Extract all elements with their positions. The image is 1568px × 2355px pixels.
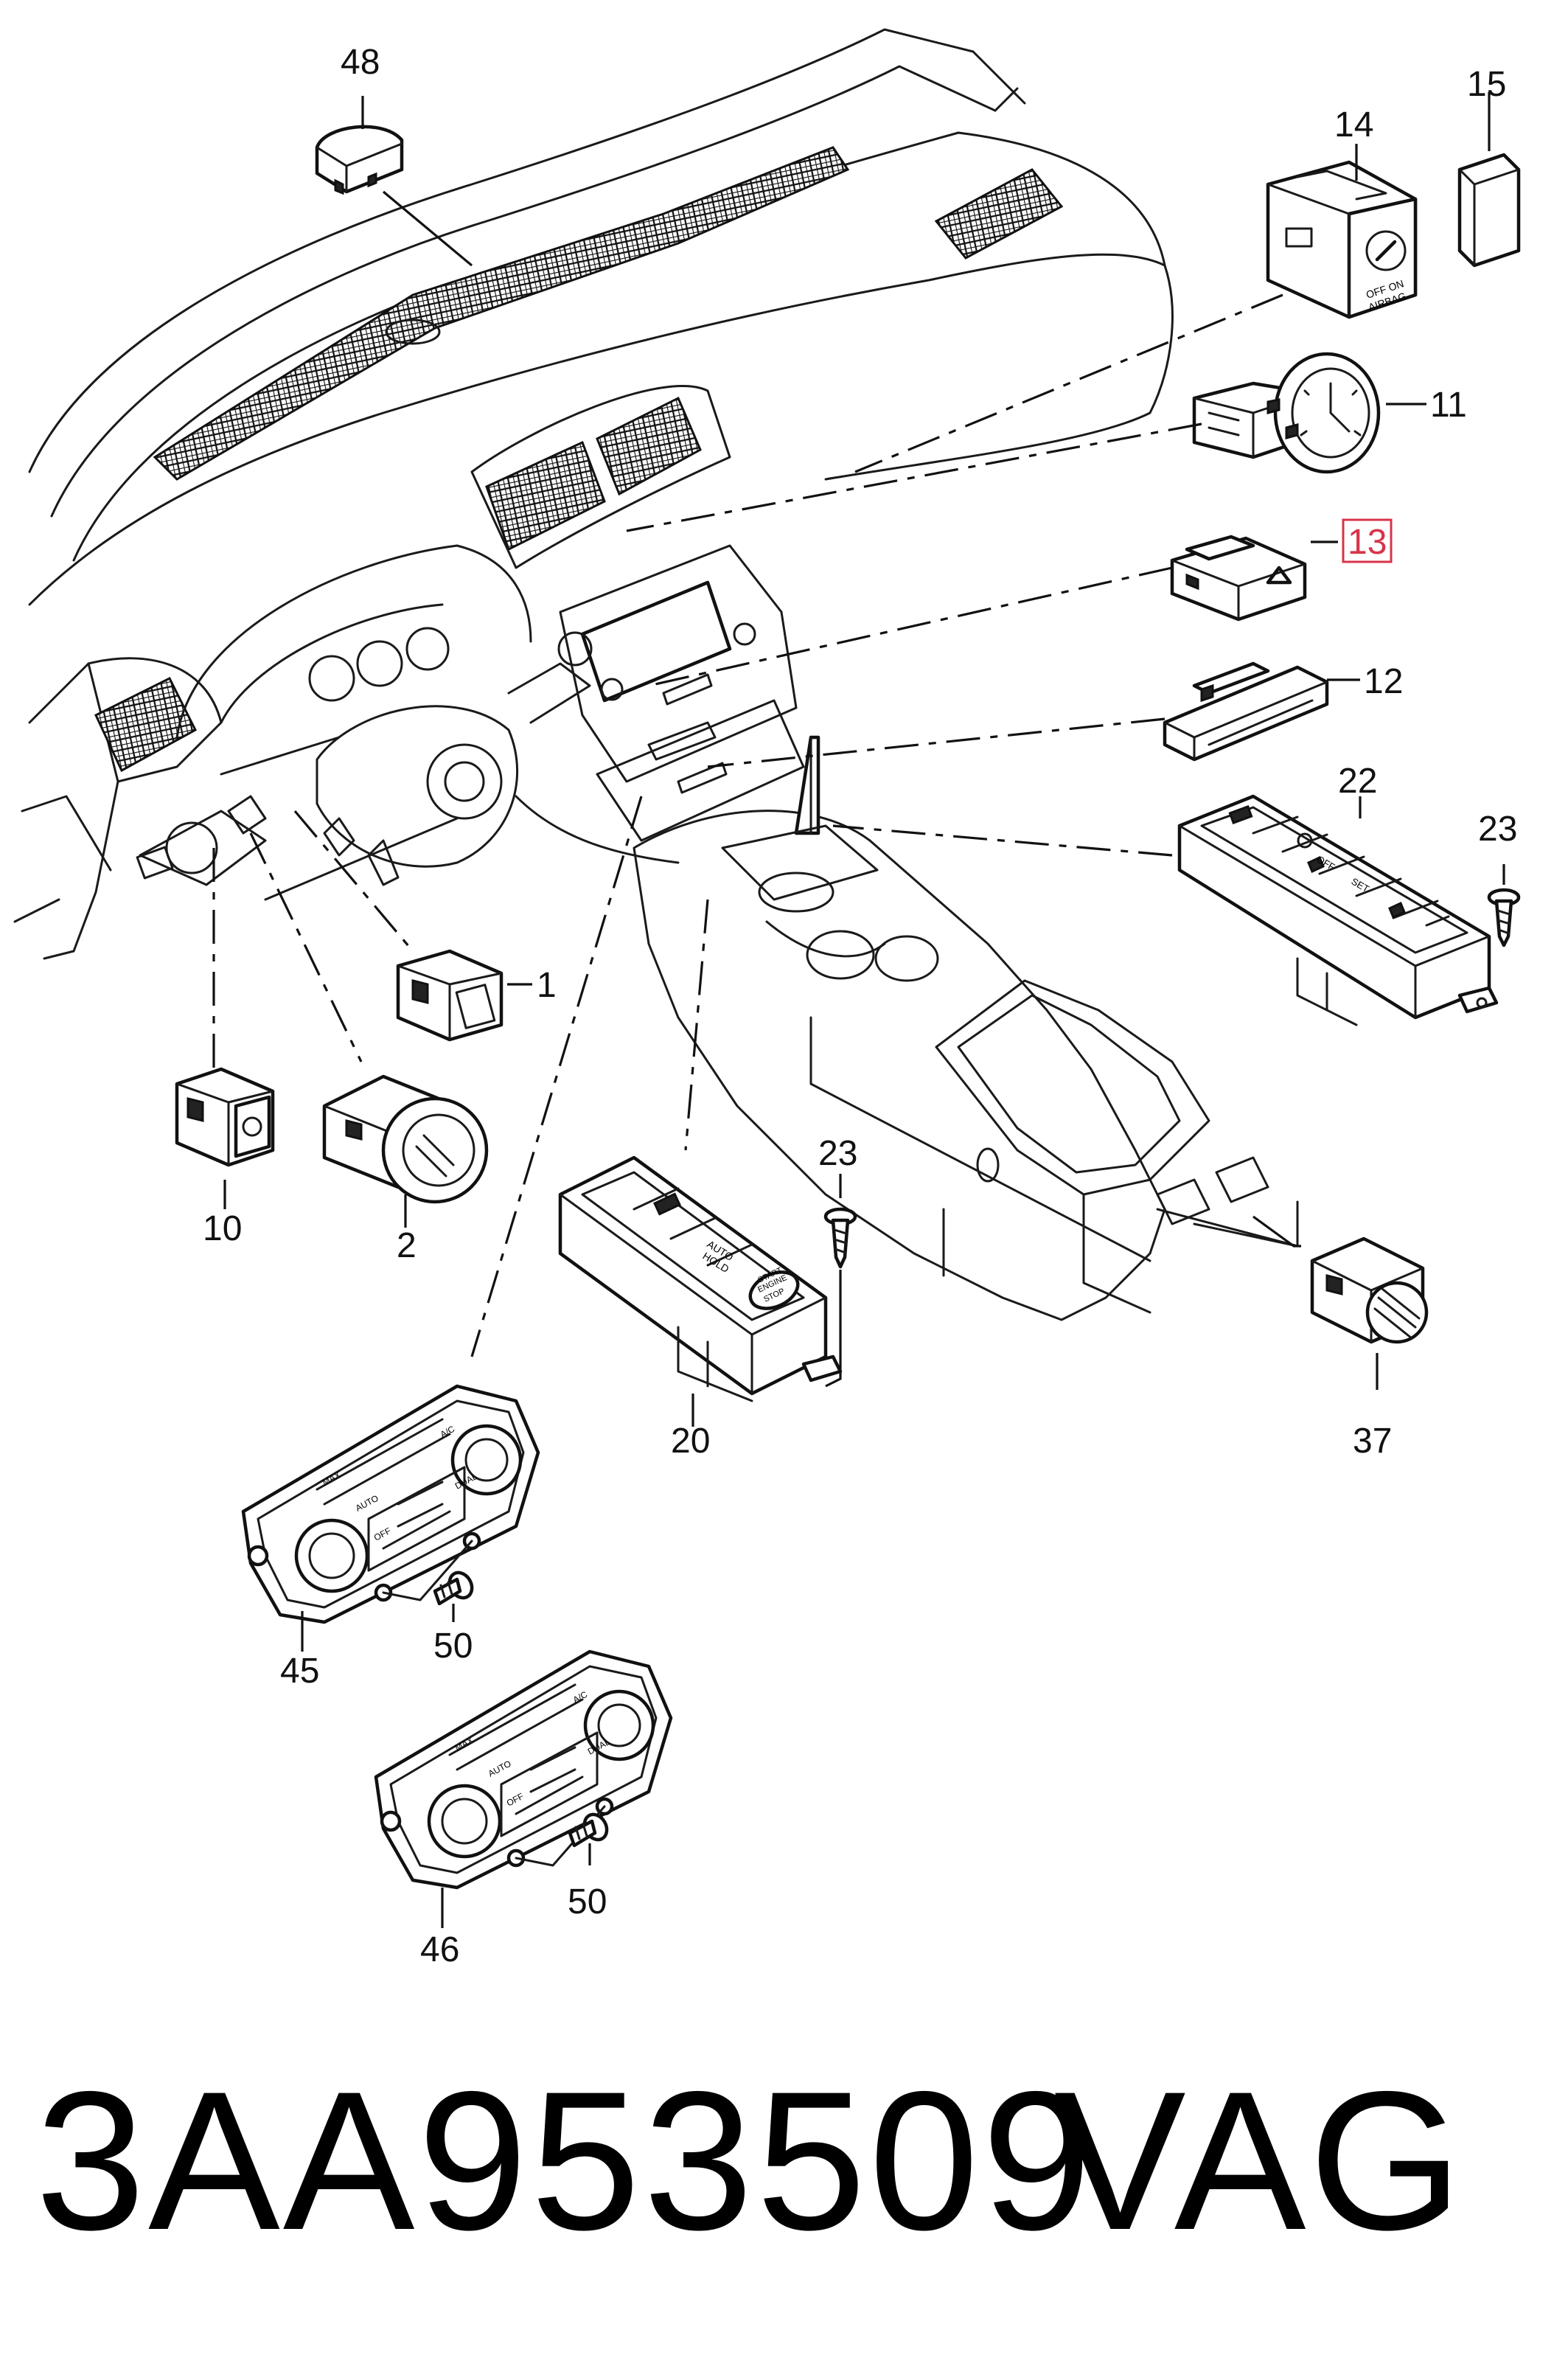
callout-20: 20 bbox=[671, 1422, 710, 1461]
callout-37: 37 bbox=[1353, 1422, 1392, 1461]
part-48-sensor bbox=[315, 125, 404, 195]
part-20-console-panel: AUTO HOLD START ENGINE STOP bbox=[558, 1155, 843, 1402]
callout-12: 12 bbox=[1364, 662, 1403, 701]
callout-13: 13 bbox=[1348, 523, 1387, 562]
callout-labels: 48 15 14 11 13 12 22 23 1 10 2 23 20 37 … bbox=[203, 43, 1517, 1969]
callout-48: 48 bbox=[341, 43, 380, 82]
part-23-screw-a bbox=[1487, 888, 1521, 947]
footer: 3AA953509 VAG bbox=[0, 2035, 1568, 2286]
part-15-blank bbox=[1457, 153, 1521, 268]
part-23-screw-b bbox=[823, 1207, 857, 1269]
callout-2: 2 bbox=[397, 1226, 417, 1265]
part-2-headlight-switch bbox=[322, 1074, 489, 1204]
callout-46: 46 bbox=[420, 1930, 459, 1969]
callout-13-highlight-box bbox=[1342, 518, 1393, 563]
leader-lines bbox=[212, 92, 1505, 1928]
callout-14: 14 bbox=[1334, 105, 1373, 145]
part-46-climate-control: MAX A/C AUTO OFF DUAL bbox=[374, 1649, 673, 1890]
part-1-switch bbox=[396, 949, 503, 1042]
part-37-rotary-switch bbox=[1310, 1236, 1429, 1344]
part-14-airbag-switch: OFF ON AIRBAG bbox=[1266, 160, 1418, 319]
part-number: 3AA953509 bbox=[35, 2050, 1095, 2271]
callout-1: 1 bbox=[537, 966, 557, 1005]
callout-22: 22 bbox=[1338, 762, 1377, 801]
part-12-switch-strip bbox=[1163, 661, 1329, 762]
part-50-screw-b bbox=[568, 1812, 609, 1848]
callout-11: 11 bbox=[1430, 386, 1467, 425]
callout-45: 45 bbox=[280, 1652, 319, 1691]
part-13-hazard-switch bbox=[1170, 535, 1307, 622]
dashboard bbox=[13, 28, 1174, 960]
part-45-climate-control: MAX A/C AUTO OFF DUAL bbox=[241, 1384, 540, 1624]
callout-10: 10 bbox=[203, 1209, 242, 1248]
part-50-screw-a bbox=[433, 1570, 474, 1606]
callout-23-middle: 23 bbox=[818, 1134, 857, 1173]
center-console bbox=[633, 735, 1299, 1321]
part-10-switch bbox=[175, 1067, 275, 1167]
callout-50-lower: 50 bbox=[568, 1882, 607, 1921]
part-11-clock bbox=[1192, 352, 1381, 474]
callout-23-upper: 23 bbox=[1478, 810, 1517, 849]
part-22-console-panel: OFF SET bbox=[1177, 794, 1499, 1026]
callout-15: 15 bbox=[1467, 65, 1506, 104]
brand-name: VAG bbox=[1054, 2050, 1466, 2271]
callout-50-upper: 50 bbox=[433, 1627, 473, 1666]
